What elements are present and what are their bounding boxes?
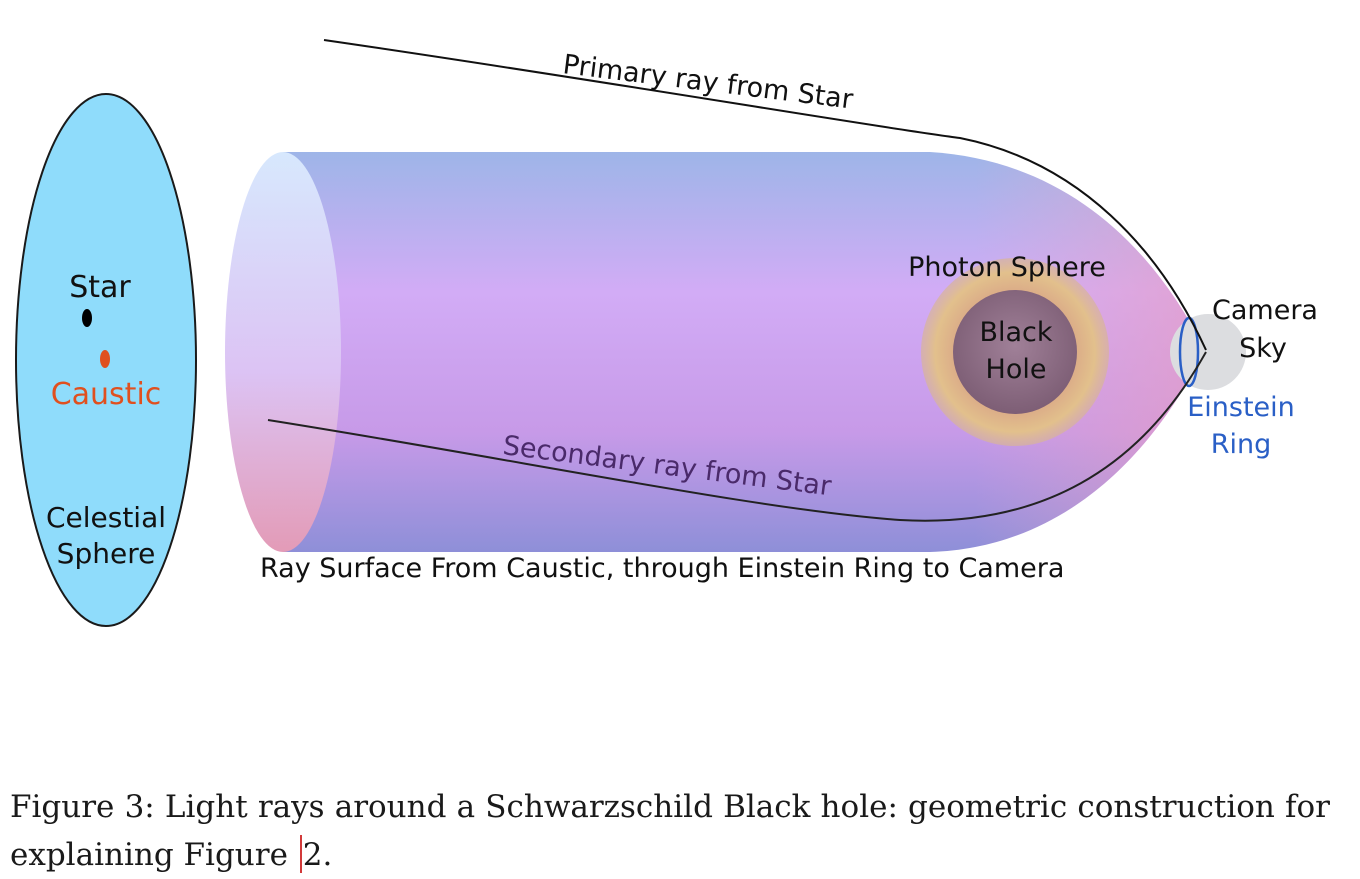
black-hole-label-line1: Black bbox=[979, 317, 1052, 348]
celestial-sphere-label-line2: Sphere bbox=[57, 537, 156, 570]
figure-caption: Figure 3: Light rays around a Schwarzsch… bbox=[10, 783, 1330, 879]
star-label: Star bbox=[69, 270, 131, 305]
caption-text: Figure 3: Light rays around a Schwarzsch… bbox=[10, 789, 1330, 873]
einstein-ring-label-line2: Ring bbox=[1211, 429, 1272, 460]
photon-sphere-label: Photon Sphere bbox=[908, 252, 1106, 283]
star-dot bbox=[82, 309, 92, 327]
celestial-sphere-label-line1: Celestial bbox=[46, 501, 166, 534]
caustic-label: Caustic bbox=[51, 377, 162, 412]
black-hole-ray-diagram: Star Caustic Celestial Sphere Photon Sph… bbox=[15, 39, 1318, 627]
ray-surface-end-cap bbox=[225, 152, 341, 552]
primary-ray bbox=[323, 39, 1207, 351]
primary-ray-label: Primary ray from Star bbox=[561, 49, 855, 115]
einstein-ring-label-line1: Einstein bbox=[1187, 392, 1295, 423]
secondary-ray bbox=[267, 351, 1207, 522]
black-hole bbox=[953, 290, 1077, 414]
camera-sky-label-line1: Camera bbox=[1212, 295, 1318, 326]
text-cursor bbox=[299, 835, 302, 873]
camera-sky bbox=[1170, 314, 1246, 390]
camera-sky-label-line2: Sky bbox=[1239, 333, 1287, 364]
black-hole-label-line2: Hole bbox=[986, 354, 1047, 385]
ray-surface-label: Ray Surface From Caustic, through Einste… bbox=[260, 553, 1064, 584]
caustic-dot bbox=[100, 350, 110, 368]
caption-period: . bbox=[322, 837, 333, 873]
ray-surface-tip-shade bbox=[283, 152, 1205, 552]
caption-figure-ref[interactable]: 2 bbox=[302, 837, 323, 873]
